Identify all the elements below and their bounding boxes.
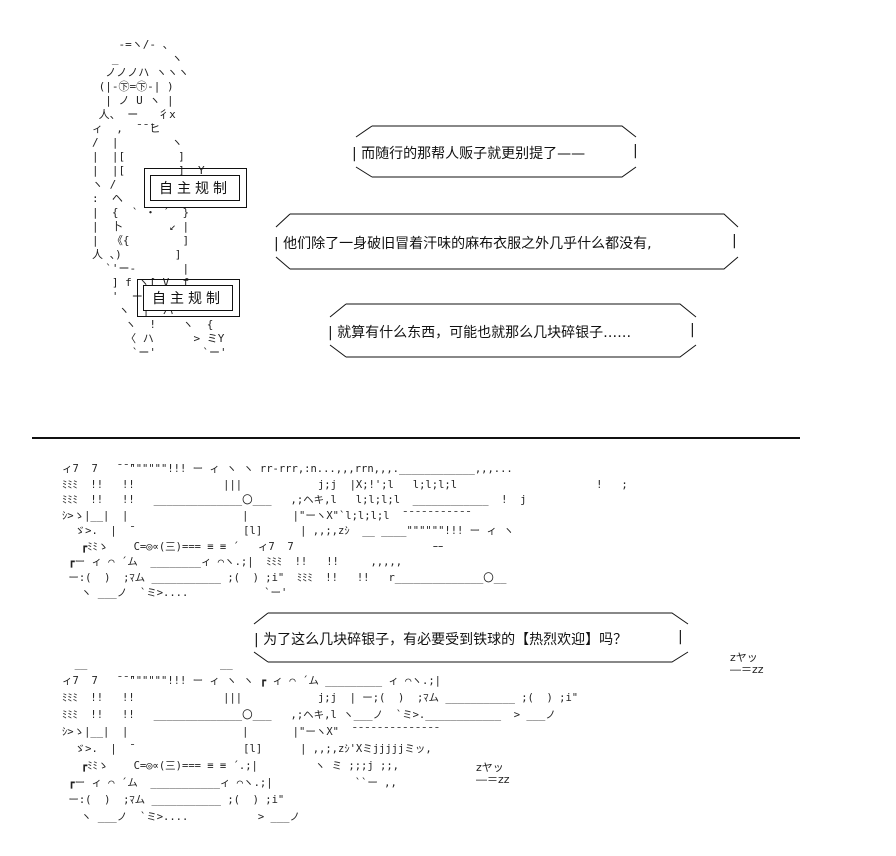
censor-badge-top: 自主规制 [150,175,240,201]
speech-bubble-4-end: | [678,629,683,645]
sfx-zzz-upper: zヤッ ―＝zz [730,651,764,676]
speech-bubble-1-end: | [633,143,638,159]
speech-bubble-4-outline [253,612,689,663]
speech-bubble-4-text: | 为了这么几块碎银子，有必要受到铁球的【热烈欢迎】吗？ [254,632,628,648]
speech-bubble-1-text: | 而随行的那帮人贩子就更别提了—— [352,146,586,162]
speech-bubble-1-outline [355,125,637,178]
panel-divider [32,437,800,439]
speech-bubble-3-text: | 就算有什么东西，可能也就那么几块碎银子…… [328,325,632,341]
cannon-row-1-ascii-art: ィ7 7 ̄ ̄ ̄""""""!!! ー ィ ヽ ヽ rr-rrr,:n...… [62,463,628,599]
speech-bubble-2-outline [275,213,739,270]
sfx-zzz-lower: zヤッ ―＝zz [476,761,510,786]
speech-bubble-2-text: | 他们除了一身破旧冒着汗味的麻布衣服之外几乎什么都没有, [274,236,652,252]
speech-bubble-3-end: | [690,322,695,338]
censor-badge-top-frame [144,168,247,208]
censor-badge-bottom-frame [137,279,240,317]
censor-badge-bottom: 自主规制 [143,285,233,311]
cannon-row-2-ascii-art: __ __ ィ7 7 ̄ ̄ ̄""""""!!! ー ィ ヽ ヽ ┏ ィ ⌒ … [62,658,579,823]
speech-bubble-3-outline [329,303,697,358]
speech-bubble-2-end: | [732,233,737,249]
